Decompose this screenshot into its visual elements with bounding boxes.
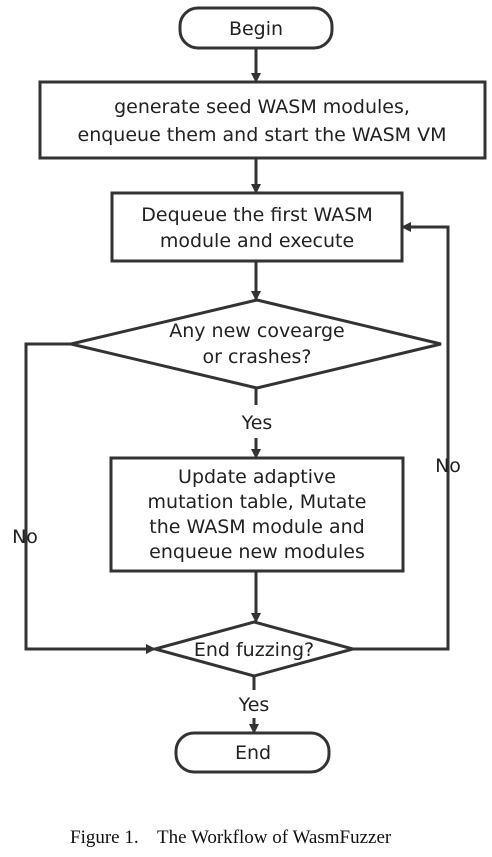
init-label-line2: enqueue them and start the WASM VM xyxy=(78,124,447,146)
begin-label: Begin xyxy=(229,18,283,40)
end-node: End xyxy=(174,731,331,774)
coverage-decision-node: Any new covearge or crashes? xyxy=(70,298,442,390)
update-label-line3: the WASM module and xyxy=(149,516,364,538)
update-label-line4: enqueue new modules xyxy=(149,541,365,563)
dequeue-label-line1: Dequeue the first WASM xyxy=(141,204,372,226)
update-label-line2: mutation table, Mutate xyxy=(148,491,367,513)
begin-node: Begin xyxy=(178,6,334,50)
init-label-line1: generate seed WASM modules, xyxy=(114,96,410,118)
update-label-line1: Update adaptive xyxy=(178,466,336,488)
dequeue-process-node: Dequeue the first WASM module and execut… xyxy=(110,191,404,263)
edge-coverage-no-loop xyxy=(24,342,156,654)
end-fuzzing-label: End fuzzing? xyxy=(194,639,314,661)
coverage-yes-label: Yes xyxy=(241,412,273,434)
end-fuzzing-no-label: No xyxy=(435,455,461,477)
edge-end-fuzzing-no-loop xyxy=(353,222,450,651)
end-fuzzing-decision-node: End fuzzing? xyxy=(149,620,359,678)
update-process-node: Update adaptive mutation table, Mutate t… xyxy=(109,456,405,573)
figure-title: The Workflow of WasmFuzzer xyxy=(157,827,392,848)
coverage-label-line2: or crashes? xyxy=(203,346,312,368)
end-label: End xyxy=(235,742,271,764)
init-process-node: generate seed WASM modules, enqueue them… xyxy=(38,80,487,160)
coverage-label-line1: Any new covearge xyxy=(169,320,345,342)
dequeue-label-line2: module and execute xyxy=(160,230,354,252)
coverage-no-label: No xyxy=(12,526,38,548)
figure-number: Figure 1. xyxy=(70,827,139,848)
end-fuzzing-yes-label: Yes xyxy=(238,694,270,716)
